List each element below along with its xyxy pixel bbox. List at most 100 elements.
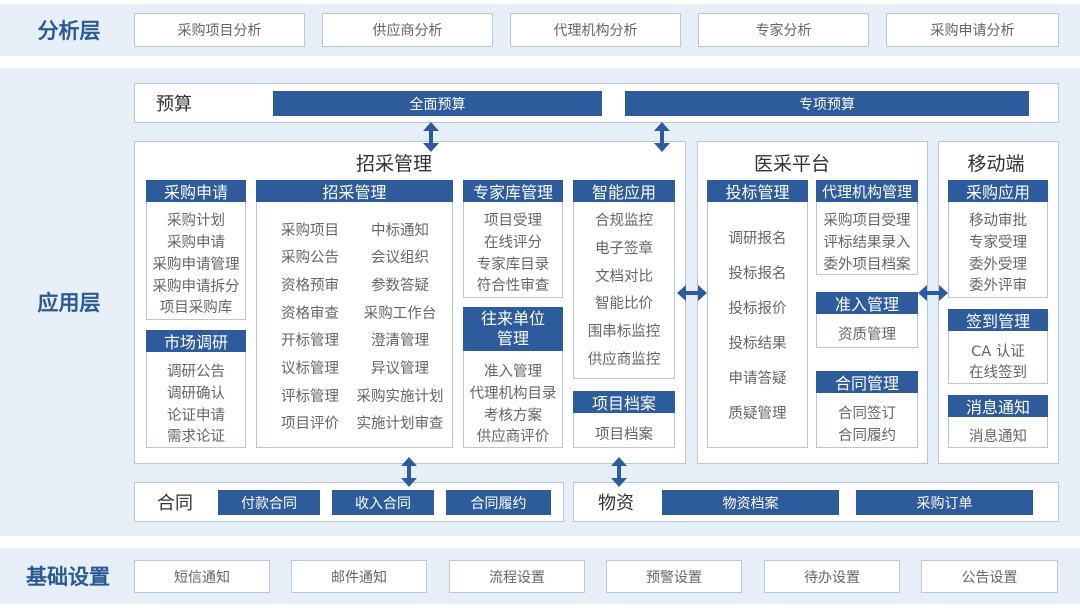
list-item: 智能比价 — [595, 296, 653, 312]
list-item: 会议组织 — [371, 250, 429, 266]
materials-title: 物资 — [598, 493, 634, 514]
foundation-item-alert: 预警设置 — [606, 560, 742, 593]
list-item: 考核方案 — [484, 408, 542, 424]
list-item: 调研公告 — [167, 364, 225, 380]
counterparty-header-line2: 管理 — [496, 329, 529, 348]
list-item: 论证申请 — [167, 408, 225, 424]
purchase-app-header: 采购应用 — [948, 180, 1048, 202]
procurement-title: 招采管理 — [355, 152, 432, 175]
contract-mgmt-header: 合同管理 — [816, 371, 918, 393]
tender-mgmt-box — [256, 180, 453, 448]
medical-platform-title: 医采平台 — [753, 152, 830, 175]
contract-bar-income: 收入合同 — [332, 490, 434, 515]
arrow-budget-procurement-left — [423, 122, 439, 152]
list-item: 合同履约 — [838, 428, 896, 444]
contract-bar-performance: 合同履约 — [446, 490, 551, 515]
list-item: 需求论证 — [167, 429, 225, 445]
list-item: 项目采购库 — [159, 300, 233, 316]
budget-bar-special: 专项预算 — [625, 91, 1029, 116]
analysis-item-supplier: 供应商分析 — [322, 13, 493, 47]
materials-bar-order: 采购订单 — [856, 490, 1033, 515]
list-item: 供应商评价 — [476, 429, 550, 445]
tender-mgmt-header: 招采管理 — [256, 180, 453, 202]
bid-mgmt-box — [707, 180, 808, 448]
list-item: 电子签章 — [595, 241, 653, 257]
message-header: 消息通知 — [948, 395, 1048, 417]
list-item: 议标管理 — [281, 361, 339, 377]
list-item: 调研确认 — [167, 386, 225, 402]
list-item: 投标报名 — [728, 266, 787, 282]
list-item: 消息通知 — [969, 429, 1027, 445]
expert-lib-header: 专家库管理 — [463, 180, 563, 202]
analysis-layer-label: 分析层 — [37, 19, 101, 43]
list-item: 委外受理 — [969, 257, 1027, 273]
foundation-item-workflow: 流程设置 — [449, 560, 585, 593]
list-item: 符合性审查 — [476, 278, 550, 294]
foundation-item-notice: 公告设置 — [921, 560, 1058, 593]
smart-apps-header: 智能应用 — [573, 180, 675, 202]
list-item: 采购申请管理 — [152, 257, 240, 273]
budget-title: 预算 — [156, 94, 192, 115]
list-item: 合规监控 — [595, 213, 653, 229]
arrow-procurement-medical — [677, 285, 707, 301]
list-item: 代理机构目录 — [469, 386, 557, 402]
arrow-budget-procurement-right — [654, 122, 670, 152]
list-item: 专家受理 — [969, 235, 1027, 251]
list-item: 资格审查 — [281, 306, 339, 322]
budget-bar-overall: 全面预算 — [273, 91, 602, 116]
list-item: 采购实施计划 — [356, 389, 444, 405]
contract-title: 合同 — [157, 493, 193, 514]
list-item: 资格预审 — [281, 278, 339, 294]
list-item: 移动审批 — [969, 213, 1027, 229]
list-item: 合同签订 — [838, 406, 896, 422]
list-item: 评标结果录入 — [823, 235, 911, 251]
list-item: 采购工作台 — [363, 306, 437, 322]
list-item: 采购计划 — [167, 213, 225, 229]
list-item: 供应商监控 — [587, 352, 661, 368]
project-archive-header: 项目档案 — [573, 391, 675, 413]
market-research-header: 市场调研 — [146, 330, 246, 352]
list-item: 采购项目 — [281, 223, 339, 239]
arrow-procurement-materials — [611, 457, 627, 487]
list-item: 采购申请拆分 — [152, 279, 240, 295]
list-item: 澄清管理 — [371, 333, 429, 349]
signin-mgmt-header: 签到管理 — [948, 309, 1048, 331]
list-item: 采购申请 — [167, 235, 225, 251]
application-layer-label: 应用层 — [37, 291, 101, 315]
smart-apps-box — [573, 180, 675, 379]
list-item: 中标通知 — [371, 223, 429, 239]
list-item: 委外项目档案 — [823, 257, 911, 273]
list-item: 项目档案 — [595, 427, 653, 443]
purchase-request-box — [146, 180, 246, 320]
analysis-item-purchase-request: 采购申请分析 — [886, 13, 1059, 47]
list-item: 实施计划审查 — [356, 416, 444, 432]
list-item: 采购项目受理 — [823, 213, 911, 229]
list-item: CA 认证 — [971, 344, 1025, 360]
list-item: 文档对比 — [595, 269, 653, 285]
arrow-medical-mobile — [918, 285, 948, 301]
list-item: 项目受理 — [484, 213, 542, 229]
list-item: 在线签到 — [969, 365, 1027, 381]
list-item: 参数答疑 — [371, 278, 429, 294]
foundation-item-sms: 短信通知 — [134, 560, 270, 593]
counterparty-header-line1: 往来单位 — [480, 309, 545, 328]
list-item: 投标结果 — [728, 336, 787, 352]
list-item: 委外评审 — [969, 278, 1027, 294]
list-item: 投标报价 — [728, 301, 787, 317]
bid-mgmt-header: 投标管理 — [707, 180, 808, 202]
list-item: 围串标监控 — [587, 324, 661, 340]
analysis-item-purchase-project: 采购项目分析 — [134, 13, 305, 47]
arrow-procurement-contract — [401, 457, 417, 487]
foundation-layer-label: 基础设置 — [26, 565, 110, 589]
list-item: 项目评价 — [281, 416, 339, 432]
materials-bar-archive: 物资档案 — [662, 490, 839, 515]
mobile-title: 移动端 — [967, 152, 1025, 175]
purchase-request-header: 采购申请 — [146, 180, 246, 202]
list-item: 调研报名 — [728, 231, 787, 247]
list-item: 采购公告 — [281, 250, 339, 266]
access-mgmt-header: 准入管理 — [816, 292, 918, 314]
analysis-item-agency: 代理机构分析 — [510, 13, 681, 47]
counterparty-header: 往来单位 管理 — [463, 307, 563, 351]
analysis-item-expert: 专家分析 — [698, 13, 869, 47]
list-item: 开标管理 — [281, 333, 339, 349]
